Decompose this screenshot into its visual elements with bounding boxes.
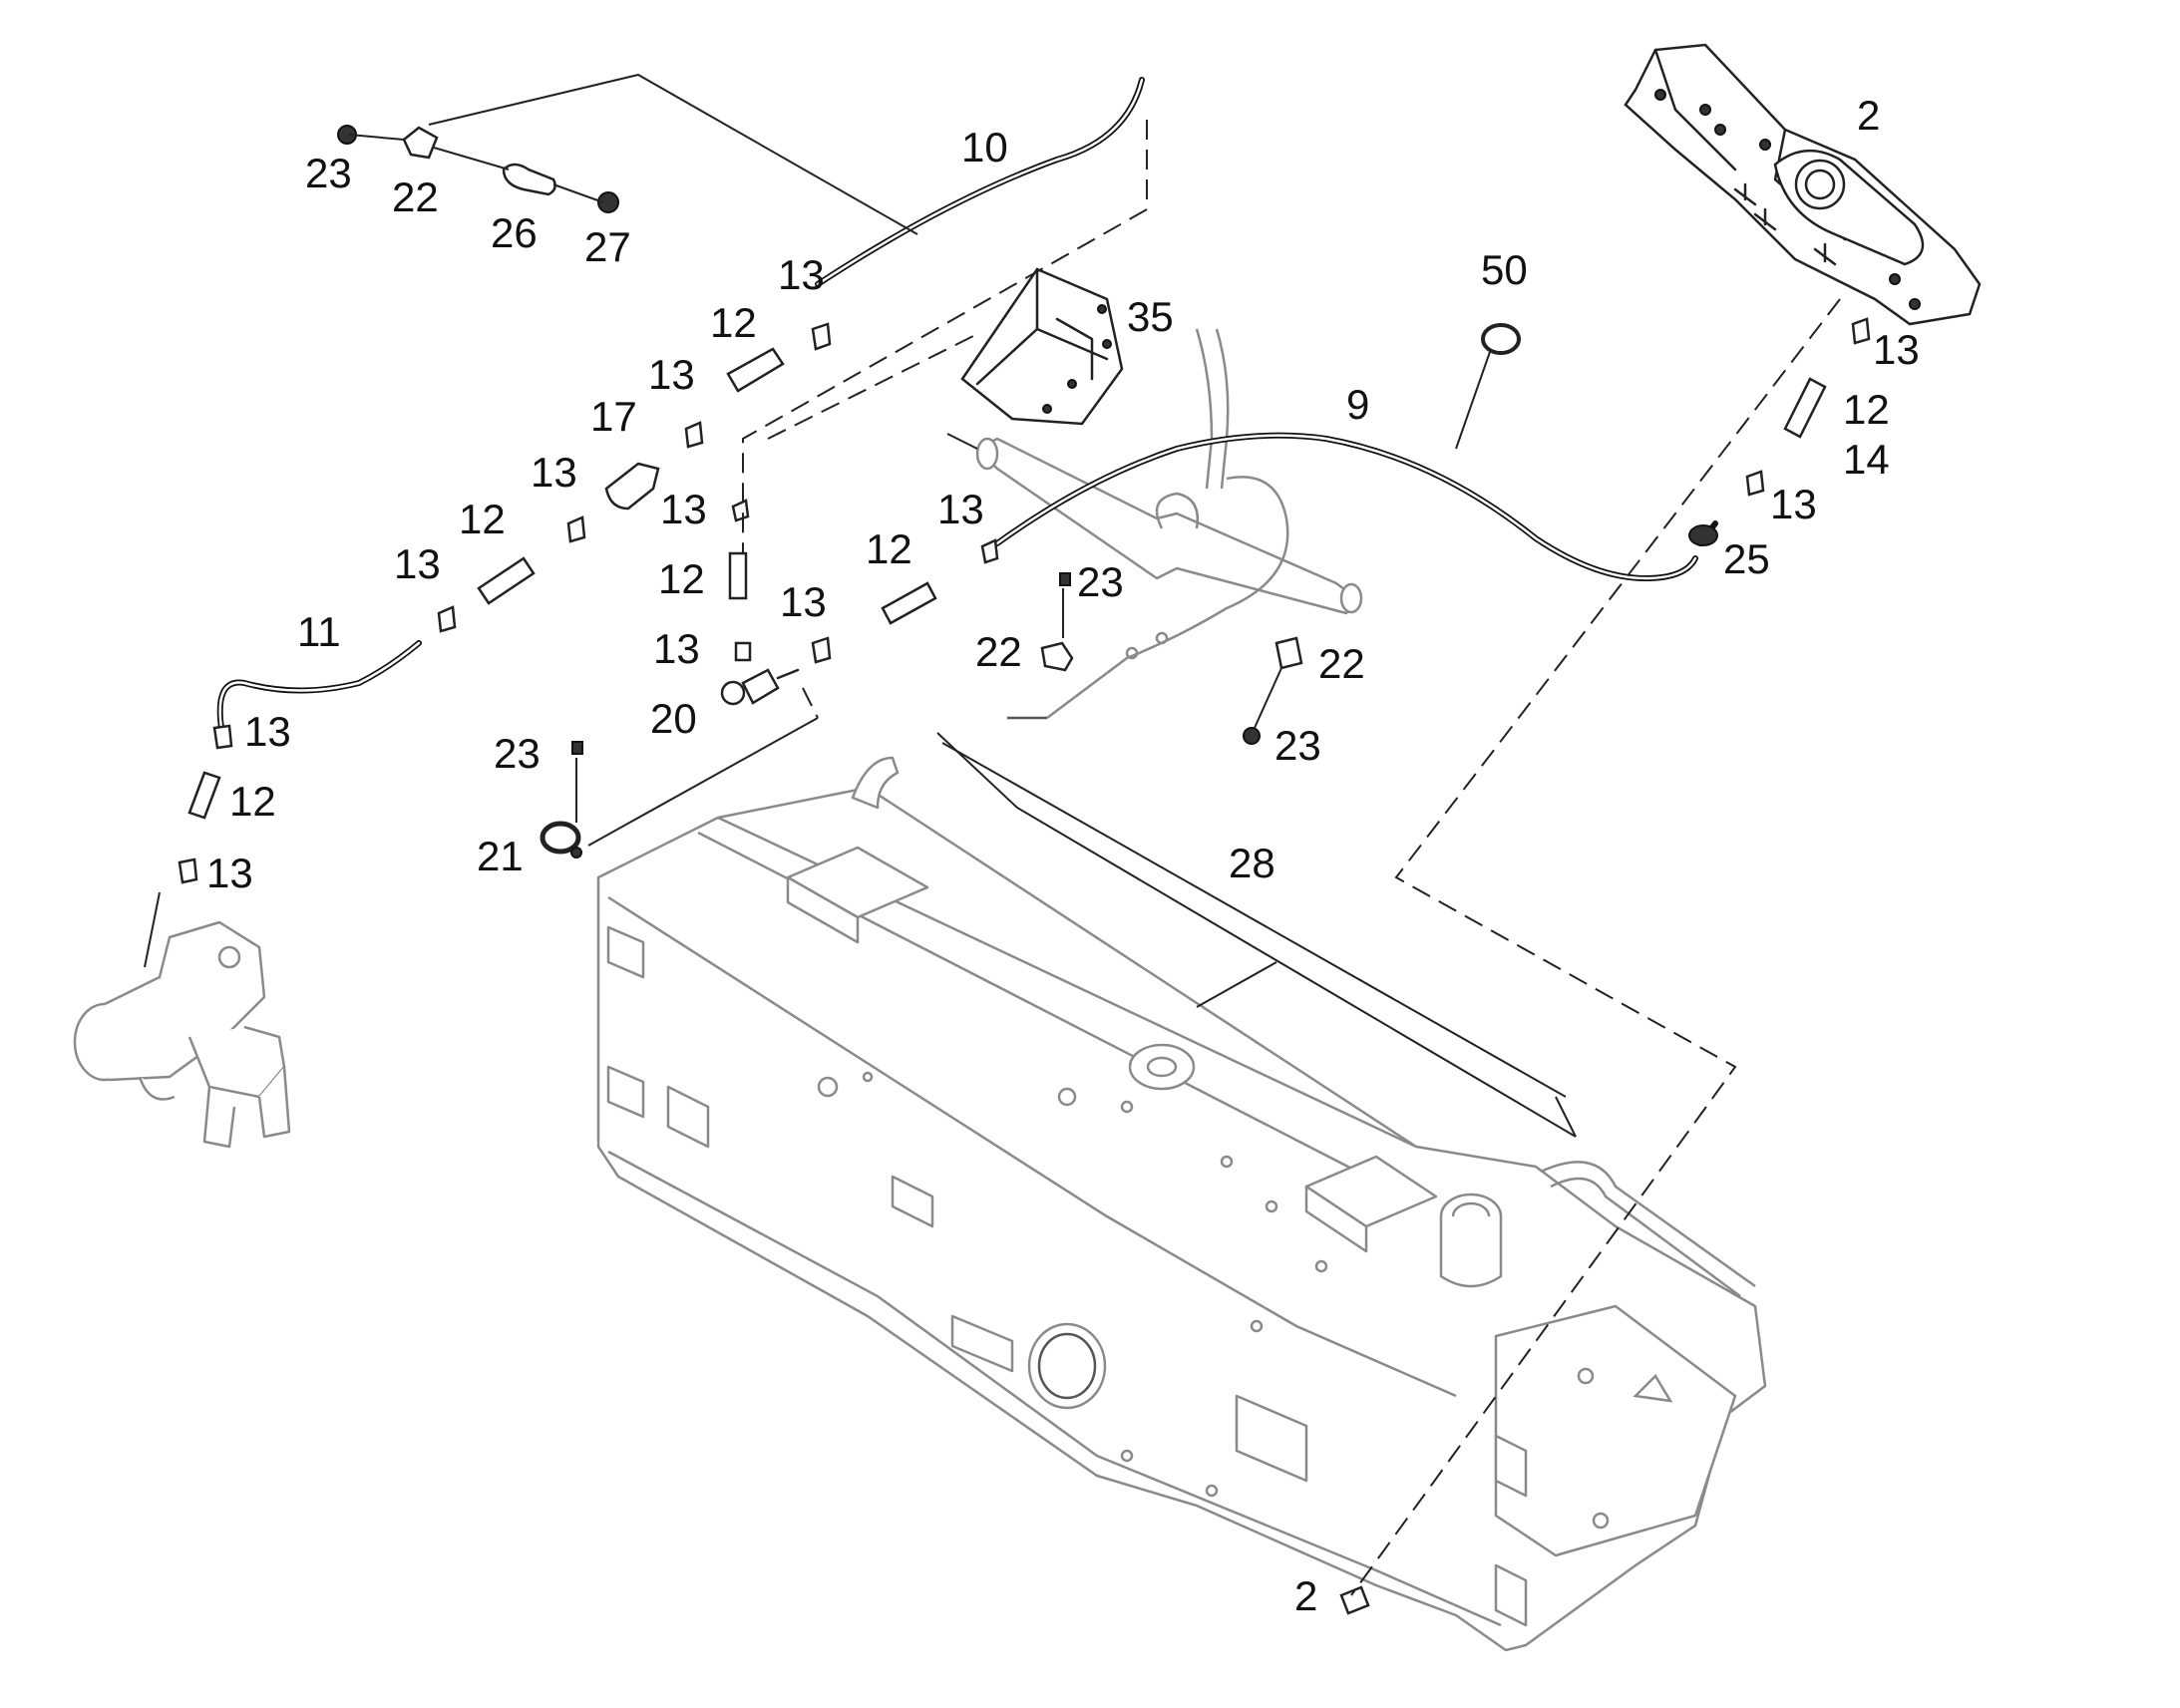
ferrule-13-c <box>566 515 586 543</box>
callout-21: 21 <box>477 833 524 879</box>
callout-28: 28 <box>1229 840 1275 886</box>
bolt-23-a <box>571 741 583 755</box>
fuel-hose-assembly <box>975 328 1363 720</box>
callout-23-top: 23 <box>305 150 352 196</box>
callout-13-f: 13 <box>206 850 253 896</box>
bolt-23-c <box>1243 727 1261 745</box>
callout-13-d: 13 <box>394 540 441 587</box>
callout-13-h: 13 <box>653 625 700 672</box>
callout-12-e: 12 <box>866 525 912 572</box>
callout-50: 50 <box>1481 246 1528 293</box>
callout-17: 17 <box>590 393 637 440</box>
callout-20: 20 <box>650 695 697 742</box>
callout-22-center: 22 <box>975 628 1022 675</box>
callout-12-a: 12 <box>710 299 757 346</box>
callout-12-d: 12 <box>658 555 705 602</box>
callout-10: 10 <box>961 124 1008 171</box>
tube-12-a <box>726 347 785 393</box>
ferrule-13-j <box>811 636 832 664</box>
callout-13-k: 13 <box>1873 326 1920 373</box>
connector-20 <box>720 668 800 706</box>
grommet-25 <box>1688 524 1718 546</box>
callout-27: 27 <box>584 223 631 270</box>
callout-13-j: 13 <box>780 578 827 625</box>
mounting-bracket <box>960 267 1124 426</box>
callout-22-right: 22 <box>1318 640 1365 687</box>
callout-25: 25 <box>1723 535 1770 582</box>
ferrule-13-e <box>212 724 233 750</box>
callout-23-left: 23 <box>494 730 541 777</box>
callout-13-e: 13 <box>244 708 291 755</box>
tube-12-e <box>881 581 937 625</box>
callout-14: 14 <box>1843 436 1890 483</box>
instrument-panel <box>1624 43 1982 326</box>
dashed-phantom-lines <box>742 120 1841 1596</box>
callout-13-a: 13 <box>778 251 825 298</box>
callout-13-g: 13 <box>660 486 707 532</box>
ferrule-13-i <box>980 538 999 564</box>
callout-9: 9 <box>1346 381 1369 428</box>
callout-2-top: 2 <box>1857 92 1880 139</box>
ferrule-13-g <box>731 499 750 522</box>
tube-12-c <box>187 771 221 820</box>
ferrule-13-d <box>437 605 457 633</box>
tube-12-f <box>1783 377 1827 439</box>
callout-13-l: 13 <box>1770 481 1817 527</box>
callout-12-b: 12 <box>459 496 506 542</box>
clip-22-right <box>1274 636 1303 670</box>
clip-22-top <box>402 126 439 160</box>
fuel-tank <box>596 756 1767 1652</box>
callout-23-center: 23 <box>1077 558 1124 605</box>
ferrule-13-a <box>811 322 832 351</box>
callout-12-f: 12 <box>1843 386 1890 433</box>
cable-11 <box>216 640 422 731</box>
leader-lines <box>144 73 1577 1138</box>
cone-17 <box>604 462 660 511</box>
callout-2-bottom: 2 <box>1294 1572 1317 1619</box>
callout-13-c: 13 <box>531 449 577 496</box>
callout-23-right: 23 <box>1274 722 1321 769</box>
cable-9 <box>994 432 1698 582</box>
clip-2-bottom <box>1339 1585 1370 1615</box>
cable-10 <box>815 77 1145 287</box>
nut-27 <box>597 191 619 213</box>
callout-26: 26 <box>491 209 538 256</box>
ferrule-13-k <box>1851 317 1871 345</box>
tube-12-d <box>728 551 748 600</box>
callout-12-c: 12 <box>229 778 276 825</box>
ferrule-13-f <box>178 857 198 884</box>
bolt-23-b <box>1059 572 1071 586</box>
ferrule-13-b <box>684 421 704 449</box>
clamp-21 <box>540 821 582 858</box>
tube-12-b <box>477 556 536 605</box>
clip-22-center <box>1040 641 1074 672</box>
callout-11: 11 <box>297 608 341 655</box>
callout-13-i: 13 <box>937 486 984 532</box>
callout-22-top: 22 <box>392 173 439 220</box>
pump-assembly <box>73 920 291 1149</box>
ring-50 <box>1481 323 1521 355</box>
clevis-26 <box>502 163 556 196</box>
callout-13-b: 13 <box>648 351 695 398</box>
ferrule-13-h <box>734 641 752 662</box>
ferrule-13-l <box>1745 470 1765 497</box>
callout-35: 35 <box>1127 293 1174 340</box>
